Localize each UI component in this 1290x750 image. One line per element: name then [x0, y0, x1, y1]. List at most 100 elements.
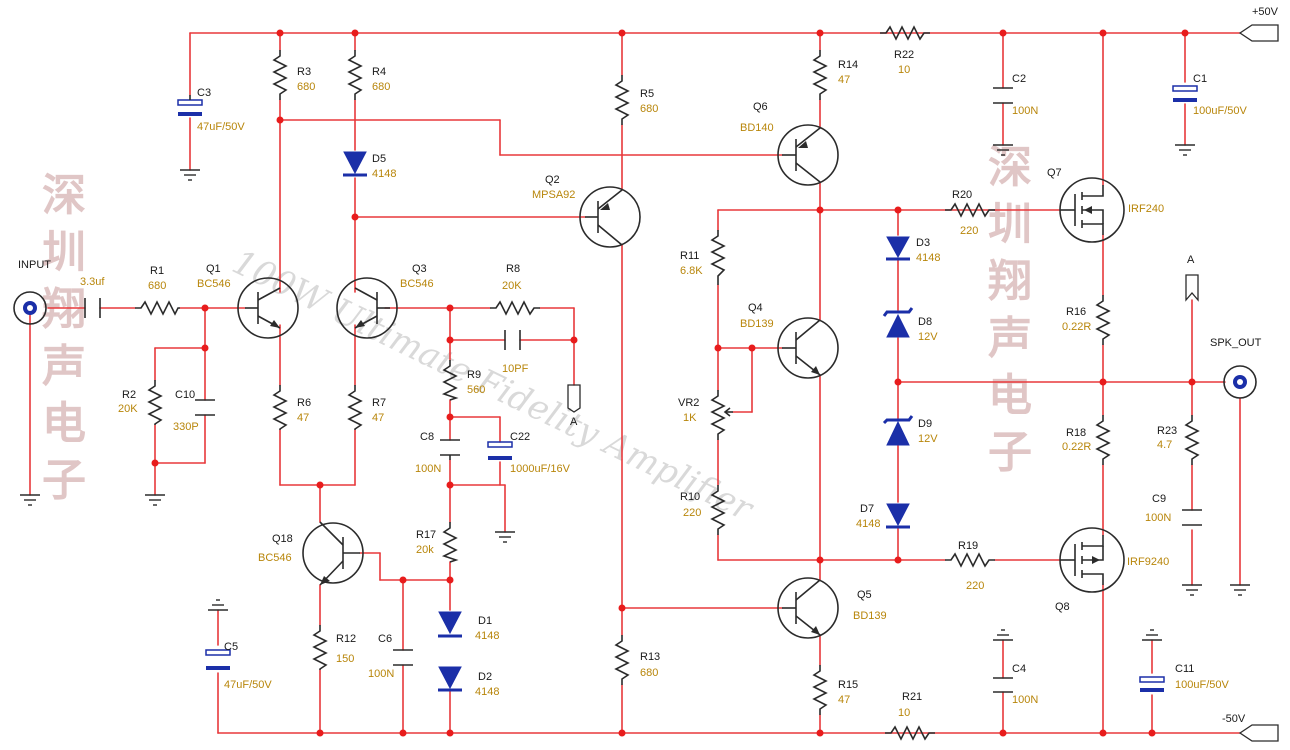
- resistor-r6: [272, 385, 288, 430]
- diode-d1: [438, 611, 462, 635]
- watermark-char: 声: [988, 313, 1032, 364]
- neg-rail-flag: [1238, 724, 1279, 742]
- value-c8: 100N: [415, 463, 441, 475]
- speaker-output-jack: [1223, 365, 1257, 399]
- ref-c1: C1: [1193, 73, 1207, 85]
- value-r6: 47: [297, 412, 309, 424]
- ref-r18: R18: [1066, 427, 1086, 439]
- output-label: SPK_OUT: [1210, 337, 1262, 349]
- port-a-label-bottom: A: [570, 416, 578, 428]
- value-d7: 4148: [856, 518, 880, 530]
- diode-d3: [886, 236, 910, 259]
- value-r18: 0.22R: [1062, 441, 1091, 453]
- watermark-title: 100W Ultimate Fidelity Amplifier: [226, 242, 760, 530]
- resistor-r5: [614, 75, 630, 125]
- value-q8: IRF9240: [1127, 556, 1169, 568]
- value-r13: 680: [640, 667, 658, 679]
- ref-d2: D2: [478, 671, 492, 683]
- resistor-r3: [272, 50, 288, 100]
- watermark-char: 翔: [42, 284, 86, 335]
- ref-r13: R13: [640, 651, 660, 663]
- value-q4: BD139: [740, 318, 774, 330]
- value-q5: BD139: [853, 610, 887, 622]
- value-q1: BC546: [197, 278, 231, 290]
- ref-r20: R20: [952, 189, 972, 201]
- pos-rail-flag: [1238, 24, 1279, 42]
- resistor-r15: [812, 665, 828, 715]
- watermark-char: 电: [42, 398, 86, 449]
- connectors: [13, 24, 1279, 742]
- ref-c22: C22: [510, 431, 530, 443]
- ref-q6: Q6: [753, 101, 768, 113]
- resistor-r21: [885, 725, 935, 741]
- neg-rail-label: -50V: [1222, 713, 1246, 725]
- ref-r5: R5: [640, 88, 654, 100]
- wires: [29, 32, 1241, 734]
- transistor-q5: [777, 577, 839, 639]
- resistor-r19: [945, 552, 995, 568]
- ref-r15: R15: [838, 679, 858, 691]
- resistor-r17: [441, 522, 459, 563]
- capacitors: [84, 85, 1202, 693]
- value-q7: IRF240: [1128, 203, 1164, 215]
- resistor-r1: [135, 300, 180, 316]
- resistor-r16: [1095, 295, 1111, 345]
- ref-r21: R21: [902, 691, 922, 703]
- watermark-char: 圳: [988, 199, 1032, 250]
- resistor-r9: [441, 360, 459, 401]
- ref-c11: C11: [1175, 663, 1194, 675]
- value-r8: 20K: [502, 280, 522, 292]
- ref-c5: C5: [224, 641, 238, 653]
- resistor-r23: [1184, 415, 1200, 465]
- ref-d9: D9: [918, 418, 932, 430]
- value-r21: 10: [898, 707, 910, 719]
- resistor-r22: [880, 25, 930, 41]
- resistors: [135, 25, 1200, 741]
- ref-q7: Q7: [1047, 167, 1062, 179]
- ref-r14: R14: [838, 59, 858, 71]
- value-r4: 680: [372, 81, 390, 93]
- watermark-char: 电: [988, 370, 1032, 421]
- value-c22: 1000uF/16V: [510, 463, 571, 475]
- value-c_in: 3.3uf: [80, 276, 105, 288]
- potentiometer-vr2: [710, 390, 726, 440]
- ref-c6: C6: [378, 633, 392, 645]
- ref-r22: R22: [894, 49, 914, 61]
- value-r16: 0.22R: [1062, 321, 1091, 333]
- ref-c10: C10: [175, 389, 195, 401]
- resistor-r10: [710, 485, 726, 535]
- value-r20: 220: [960, 225, 978, 237]
- transistor-q3: [336, 277, 398, 339]
- ref-r8: R8: [506, 263, 520, 275]
- diode-d2: [438, 666, 462, 690]
- watermark-char: 翔: [988, 256, 1032, 307]
- value-r11: 6.8K: [680, 265, 703, 277]
- value-r3: 680: [297, 81, 315, 93]
- value-q6: BD140: [740, 122, 774, 134]
- value-r5: 680: [640, 103, 658, 115]
- ref-r16: R16: [1066, 306, 1086, 318]
- transistor-q18: [302, 521, 364, 586]
- resistor-r13: [614, 635, 630, 685]
- ref-q8: Q8: [1055, 601, 1070, 613]
- ref-d7: D7: [860, 503, 874, 515]
- value-d8: 12V: [918, 331, 938, 343]
- value-c11: 100uF/50V: [1175, 679, 1229, 691]
- mosfet-q7: [1059, 177, 1125, 243]
- ref-c4: C4: [1012, 663, 1026, 675]
- watermark-char: 声: [42, 341, 86, 392]
- diodes: [343, 151, 914, 692]
- ref-q18: Q18: [272, 533, 293, 545]
- capacitor-c5: [205, 649, 231, 656]
- ref-r9: R9: [467, 369, 481, 381]
- ref-c8: C8: [420, 431, 434, 443]
- ref-r17: R17: [416, 529, 436, 541]
- value-r7: 47: [372, 412, 384, 424]
- ref-r1: R1: [150, 265, 164, 277]
- input-label: INPUT: [18, 259, 51, 271]
- transistor-q2: [579, 186, 641, 248]
- watermark-char: 子: [988, 427, 1032, 478]
- port-a-label-top: A: [1187, 254, 1195, 266]
